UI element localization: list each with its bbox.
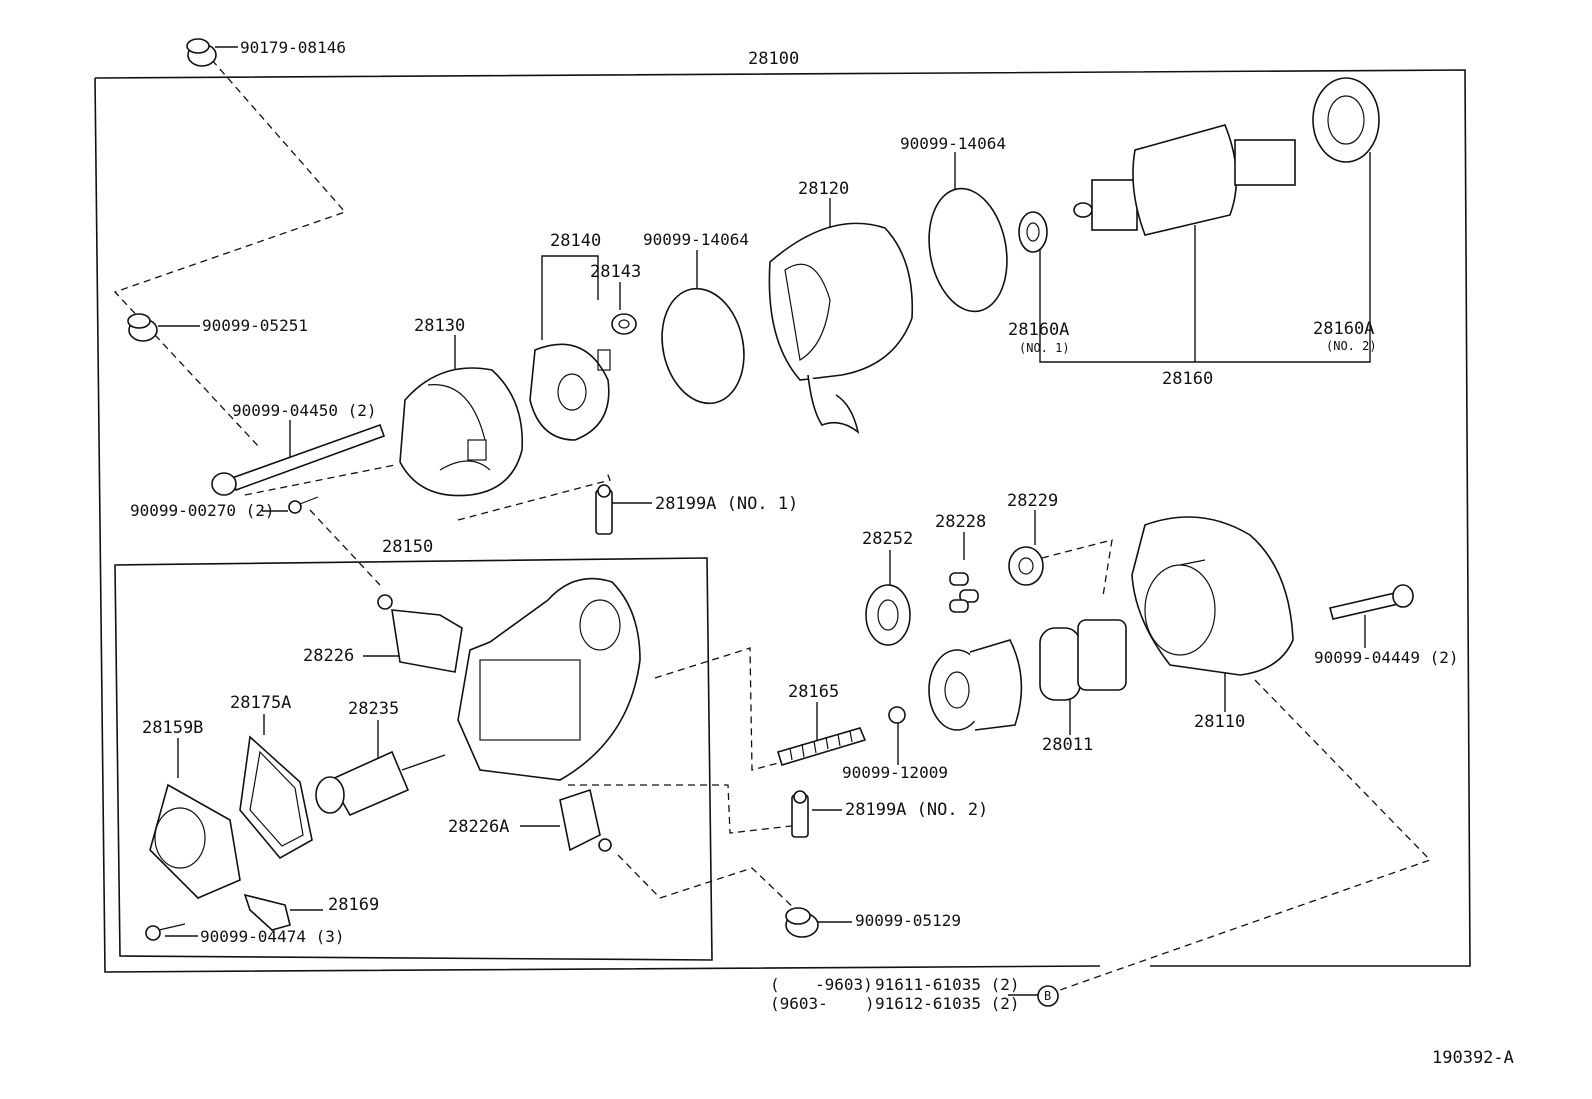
label-90099-05129: 90099-05129 bbox=[855, 911, 961, 930]
gear-28252-icon bbox=[865, 584, 911, 646]
reference-circle-b-icon bbox=[1037, 985, 1059, 1007]
label-28143: 28143 bbox=[590, 262, 641, 282]
gasket-28175A-icon bbox=[239, 735, 313, 860]
bolt-90099-04449-icon bbox=[1329, 584, 1414, 620]
label-minus-9603: -9603) bbox=[815, 975, 873, 994]
terminal-28199A-no1-icon bbox=[595, 484, 613, 535]
dashed-guides bbox=[113, 59, 1432, 991]
label-28252: 28252 bbox=[862, 529, 913, 549]
label-paren-close: ) bbox=[865, 994, 875, 1013]
label-28235: 28235 bbox=[348, 699, 399, 719]
label-28165: 28165 bbox=[788, 682, 839, 702]
label-28110: 28110 bbox=[1194, 712, 1245, 732]
screw-90099-00270-icon bbox=[288, 496, 319, 514]
label-90099-04449: 90099-04449 (2) bbox=[1314, 648, 1459, 667]
terminal-28199A-no2-icon bbox=[791, 790, 809, 838]
label-90179-08146: 90179-08146 bbox=[240, 38, 346, 57]
label-90099-14064-a: 90099-14064 bbox=[643, 230, 749, 249]
label-28150: 28150 bbox=[382, 537, 433, 557]
o-ring-90099-14064-b-icon bbox=[928, 187, 1008, 313]
part-labels: 28100 90179-08146 90099-05251 90099-0445… bbox=[130, 38, 1514, 1068]
assembly-frame-28100 bbox=[94, 69, 1471, 973]
nut-90099-05129-icon bbox=[785, 907, 819, 938]
contact-28226-icon bbox=[377, 594, 463, 673]
label-paren-open: ( bbox=[770, 975, 780, 994]
label-90099-12009: 90099-12009 bbox=[842, 763, 948, 782]
bearing-28160A-no2-icon bbox=[1312, 77, 1380, 163]
label-28226: 28226 bbox=[303, 646, 354, 666]
label-28226A: 28226A bbox=[448, 817, 509, 837]
label-28130: 28130 bbox=[414, 316, 465, 336]
label-28228: 28228 bbox=[935, 512, 986, 532]
label-28011: 28011 bbox=[1042, 735, 1093, 755]
rollers-28228-icon bbox=[949, 572, 979, 613]
end-cover-28130-icon bbox=[399, 367, 524, 497]
label-91611-61035: 91611-61035 (2) bbox=[875, 975, 1020, 994]
assembly-frame-28150 bbox=[114, 557, 713, 961]
label-28160A-no1-sub: (NO. 1) bbox=[1019, 341, 1070, 355]
label-9603-minus: (9603- bbox=[770, 994, 828, 1013]
clutch-28011-icon bbox=[928, 619, 1127, 731]
label-28140: 28140 bbox=[550, 231, 601, 251]
label-28160: 28160 bbox=[1162, 369, 1213, 389]
label-28160A-no2: 28160A bbox=[1313, 319, 1374, 339]
label-circle-b: B bbox=[1044, 989, 1051, 1003]
o-ring-90099-14064-a-icon bbox=[661, 287, 745, 405]
spring-28143-icon bbox=[611, 313, 637, 335]
label-90099-04474: 90099-04474 (3) bbox=[200, 927, 345, 946]
label-90099-04450: 90099-04450 (2) bbox=[232, 401, 377, 420]
label-28160A-no1: 28160A bbox=[1008, 320, 1069, 340]
label-28199A-no2: 28199A (NO. 2) bbox=[845, 800, 988, 820]
retainer-28229-icon bbox=[1008, 546, 1044, 586]
cover-28159B-icon bbox=[149, 783, 241, 899]
label-91612-61035: 91612-61035 (2) bbox=[875, 994, 1020, 1013]
contact-28226A-icon bbox=[559, 788, 612, 852]
label-28120: 28120 bbox=[798, 179, 849, 199]
label-90099-14064-b: 90099-14064 bbox=[900, 134, 1006, 153]
screw-90099-04474-icon bbox=[145, 923, 186, 941]
label-28160A-no2-sub: (NO. 2) bbox=[1326, 339, 1377, 353]
label-90099-05251: 90099-05251 bbox=[202, 316, 308, 335]
starter-housing-28110-icon bbox=[1131, 516, 1294, 676]
armature-28160-icon bbox=[1073, 124, 1296, 236]
clip-28169-icon bbox=[243, 893, 291, 931]
spring-28165-icon bbox=[776, 727, 867, 766]
plunger-28235-icon bbox=[315, 750, 446, 817]
label-90099-00270: 90099-00270 (2) bbox=[130, 501, 275, 520]
diagram-id-code: 190392-A bbox=[1432, 1048, 1514, 1068]
bearing-28160A-no1-icon bbox=[1018, 211, 1048, 253]
ball-90099-12009-icon bbox=[888, 706, 906, 724]
through-bolt-90099-04450-icon bbox=[211, 423, 386, 496]
label-28199A-no1: 28199A (NO. 1) bbox=[655, 494, 798, 514]
brush-holder-28140-icon bbox=[529, 343, 611, 441]
label-28175A: 28175A bbox=[230, 693, 291, 713]
washer-90099-05251-icon bbox=[127, 313, 158, 342]
nut-90179-08146-icon bbox=[186, 38, 217, 67]
label-28100: 28100 bbox=[748, 49, 799, 69]
label-28169: 28169 bbox=[328, 895, 379, 915]
label-28229: 28229 bbox=[1007, 491, 1058, 511]
label-28159B: 28159B bbox=[142, 718, 203, 738]
magnetic-switch-housing-28150-icon bbox=[457, 577, 641, 781]
yoke-28120-icon bbox=[768, 222, 914, 434]
